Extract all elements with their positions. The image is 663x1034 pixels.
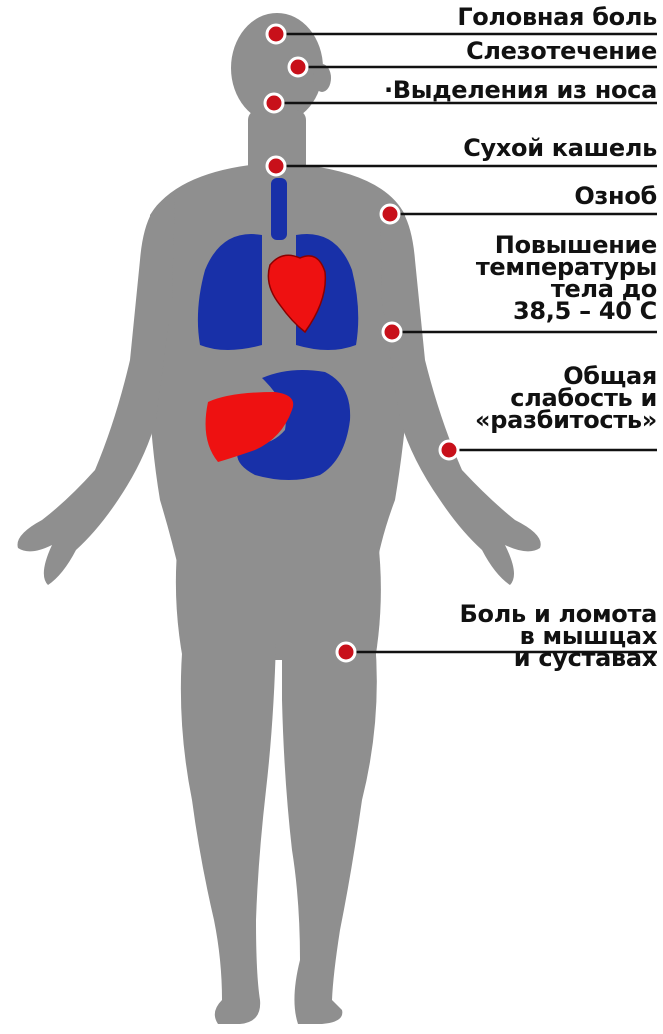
symptom-label-tearing: Слезотечение	[466, 40, 657, 62]
symptom-text-tearing-0: Слезотечение	[466, 40, 657, 62]
symptom-text-fever-3: 38,5 – 40 С	[476, 300, 657, 322]
marker-fever	[383, 323, 401, 341]
marker-nasal-discharge	[265, 94, 283, 112]
symptom-text-muscle-pain-2: и суставах	[460, 647, 657, 669]
marker-tearing	[289, 58, 307, 76]
symptom-text-dry-cough-0: Сухой кашель	[463, 137, 657, 159]
marker-chills	[381, 205, 399, 223]
symptom-label-chills: Озноб	[574, 185, 657, 207]
symptom-label-nasal-discharge: ·Выделения из носа	[384, 79, 657, 101]
marker-headache	[267, 25, 285, 43]
marker-dry-cough	[267, 157, 285, 175]
symptom-text-headache-0: Головная боль	[457, 6, 657, 28]
symptom-text-chills-0: Озноб	[574, 185, 657, 207]
symptom-label-headache: Головная боль	[457, 6, 657, 28]
marker-muscle-pain	[337, 643, 355, 661]
symptom-text-weakness-2: «разбитость»	[475, 409, 657, 431]
symptom-label-dry-cough: Сухой кашель	[463, 137, 657, 159]
trachea	[271, 178, 287, 240]
marker-weakness	[440, 441, 458, 459]
symptom-text-nasal-discharge-0: ·Выделения из носа	[384, 79, 657, 101]
